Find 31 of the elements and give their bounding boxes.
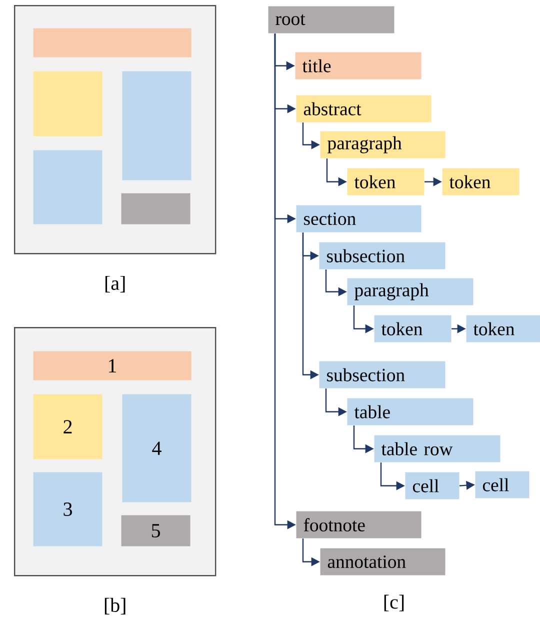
panel-caption: [c] [384, 594, 404, 612]
tree-node: abstract [296, 95, 432, 122]
tree-node: paragraph [320, 131, 446, 158]
tree-node: table row [374, 435, 500, 462]
layout-block [121, 193, 190, 224]
tree-node: subsection [319, 361, 446, 388]
tree-node: footnote [296, 511, 422, 538]
tree-node: cell [475, 471, 530, 498]
layout-block [122, 71, 192, 180]
numbered-block: 4 [122, 394, 192, 502]
tree-node: token [347, 168, 424, 196]
tree-node: cell [405, 472, 460, 500]
tree-node: token [442, 168, 520, 196]
tree-node: token [374, 315, 452, 342]
numbered-block: 1 [33, 351, 192, 380]
tree-node: paragraph [347, 278, 474, 306]
numbered-block: 5 [121, 515, 190, 546]
tree-node: token [466, 315, 540, 342]
tree-node: root [268, 6, 394, 34]
tree-node: section [296, 205, 422, 232]
tree-node: subsection [319, 242, 446, 270]
tree-node: table [347, 398, 474, 426]
tree-node: title [295, 52, 422, 80]
panel-caption: [a] [105, 276, 125, 292]
panel-caption: [b] [104, 598, 126, 614]
layout-block [33, 71, 102, 136]
tree-node: annotation [320, 548, 446, 576]
numbered-block: 3 [33, 472, 102, 546]
layout-block [33, 150, 102, 224]
numbered-block: 2 [33, 394, 102, 460]
layout-block [33, 28, 192, 58]
